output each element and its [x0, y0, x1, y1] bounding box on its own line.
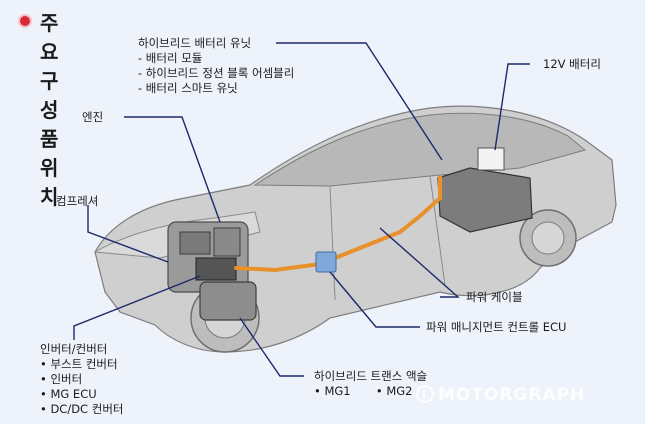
inverter-unit: [195, 257, 237, 281]
label-pm-ecu: 파워 매니지먼트 컨트롤 ECU: [426, 320, 567, 334]
label-hybrid-battery-unit: 하이브리드 배터리 유닛 - 배터리 모듈 - 하이브리드 정션 블록 어셈블리…: [138, 36, 295, 96]
list-item: - 배터리 스마트 유닛: [138, 81, 238, 95]
label-mg2: • MG2: [375, 384, 413, 398]
watermark: MOTORGRAPH: [438, 385, 586, 405]
inverter-items: • 부스트 컨버터 • 인버터 • MG ECU • DC/DC 컨버터: [40, 357, 123, 417]
label-mg1: • MG1: [314, 384, 351, 398]
label-power-cable: 파워 케이블: [466, 290, 523, 304]
label-engine: 엔진: [82, 110, 104, 124]
car-door-line: [329, 175, 446, 301]
list-item: - 하이브리드 정션 블록 어셈블리: [138, 66, 295, 80]
list-item: - 배터리 모듈: [138, 51, 203, 65]
label-12v-battery: 12V 배터리: [543, 57, 601, 71]
list-item: • 인버터: [40, 372, 83, 386]
list-item: • MG ECU: [40, 387, 97, 401]
list-item: • 부스트 컨버터: [40, 357, 118, 371]
label-hybrid-transaxle: 하이브리드 트랜스 액슬 • MG1 • MG2: [314, 369, 428, 398]
transaxle-unit: [199, 281, 257, 321]
hybrid-battery-items: - 배터리 모듈 - 하이브리드 정션 블록 어셈블리 - 배터리 스마트 유닛: [138, 51, 294, 96]
label-compressor: 컴프레셔: [56, 194, 99, 208]
watermark-logo-icon: [416, 385, 434, 403]
power-cable: [234, 198, 440, 273]
hybrid-battery: [437, 167, 533, 233]
leader-lines: [73, 42, 530, 377]
label-inverter-converter: 인버터/컨버터 • 부스트 컨버터 • 인버터 • MG ECU • DC/DC…: [40, 342, 124, 417]
list-item: • DC/DC 컨버터: [40, 402, 124, 416]
bullet-icon: [20, 16, 30, 26]
pm-ecu: [315, 251, 337, 273]
battery-12v: [477, 147, 505, 171]
